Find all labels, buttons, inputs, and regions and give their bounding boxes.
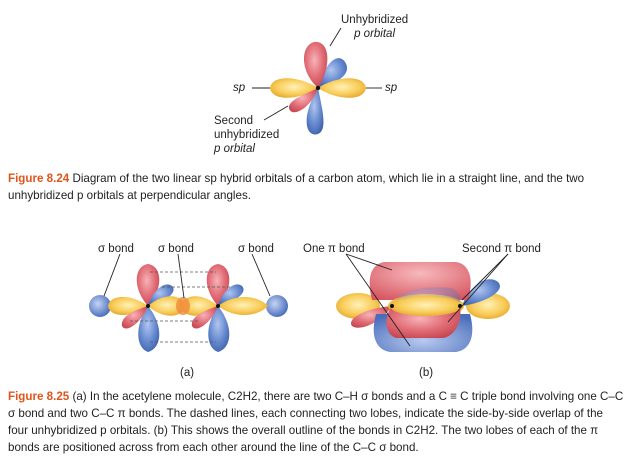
p-lobe-blue-bottom-left — [138, 306, 160, 352]
p-orbital-blue-upper — [318, 58, 348, 88]
p-lobe-red-lower-left — [121, 306, 148, 329]
label-sigma-bond-1: σ bond — [98, 243, 134, 255]
sp-lobe-a4 — [218, 297, 268, 315]
caption-fig-8-24: Figure 8.24 Diagram of the two linear sp… — [8, 170, 620, 204]
acetylene-panel-b — [336, 253, 510, 352]
p-lobe-red-lower-right — [191, 306, 218, 329]
label-one-pi-bond: One π bond — [303, 243, 365, 255]
hydrogen-left — [89, 295, 111, 317]
label-sp-right: sp — [385, 82, 398, 94]
label-panel-a: (a) — [180, 367, 195, 379]
label-second-unhybridized: Second unhybridized p orbital — [214, 115, 280, 155]
outline-blue-end-right — [462, 279, 500, 306]
caption-number: Figure 8.25 — [8, 390, 70, 403]
hydrogen-right — [266, 295, 288, 317]
sp-lobe-a2 — [148, 296, 186, 316]
caption-number: Figure 8.24 — [8, 172, 70, 185]
p-orbital-red-upper — [303, 41, 328, 88]
p-lobe-blue-upper-left — [148, 284, 174, 306]
sp-lobe-left — [270, 78, 318, 98]
carbon-nucleus — [315, 85, 321, 91]
p-orbital-blue-lower — [306, 88, 324, 135]
carbon-sp-orbitals — [252, 27, 382, 135]
label-panel-b: (b) — [419, 367, 434, 379]
p-lobe-blue-bottom-right — [208, 306, 230, 352]
caption-text: (a) In the acetylene molecule, C2H2, the… — [8, 390, 624, 454]
label-second-pi-bond: Second π bond — [462, 243, 541, 255]
sp-lobe-right — [318, 78, 366, 98]
pi-overlap-dashes — [130, 271, 232, 343]
label-sigma-bond-3: σ bond — [238, 243, 274, 255]
sigma-overlap — [176, 297, 190, 315]
caption-text: Diagram of the two linear sp hybrid orbi… — [8, 172, 585, 202]
caption-fig-8-25: Figure 8.25 (a) In the acetylene molecul… — [8, 388, 624, 456]
p-lobe-blue-upper-right — [218, 284, 244, 306]
acetylene-panel-a — [89, 253, 288, 352]
label-unhybridized: Unhybridized p orbital — [341, 14, 409, 40]
outline-red-end-left — [351, 306, 392, 328]
label-sigma-bond-2: σ bond — [158, 243, 194, 255]
label-sp-left: sp — [233, 82, 246, 94]
p-orbital-red-lower — [288, 88, 318, 113]
